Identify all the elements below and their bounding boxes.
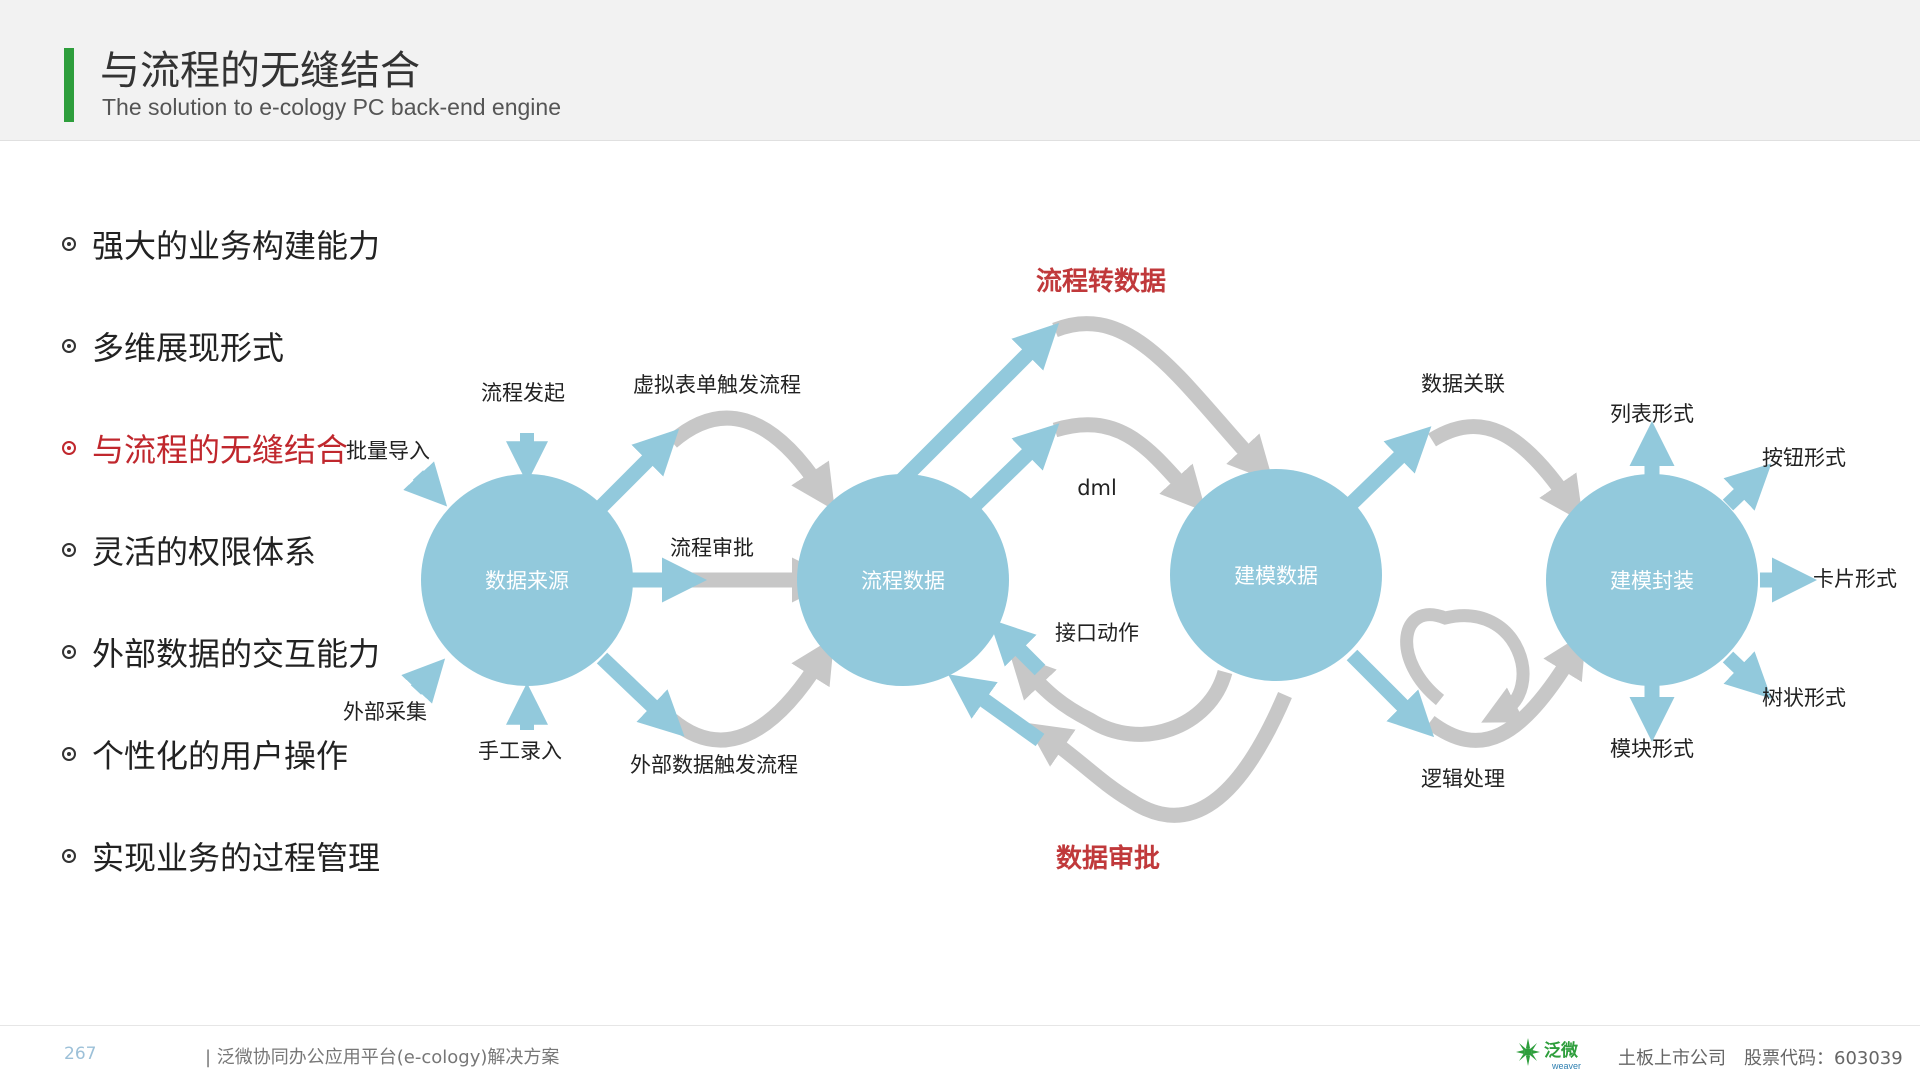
- label-data-approval: 数据审批: [1056, 843, 1160, 874]
- slide-header: 与流程的无缝结合 The solution to e-cology PC bac…: [0, 0, 1920, 141]
- bullet-dot-icon: [62, 543, 76, 557]
- blue-arrow-button: [1722, 463, 1772, 511]
- label-data-relation: 数据关联: [1421, 372, 1505, 396]
- blue-arrow: [969, 423, 1060, 511]
- bullet-label: 多维展现形式: [92, 329, 285, 367]
- label-card-form: 卡片形式: [1813, 567, 1897, 591]
- label-virtual-form-trigger: 虚拟表单触发流程: [633, 373, 801, 397]
- gray-arrow: [1428, 419, 1584, 523]
- footer-stock-code: 股票代码：603039: [1744, 1048, 1903, 1069]
- bullet-label: 外部数据的交互能力: [92, 635, 381, 673]
- page-subtitle: The solution to e-cology PC back-end eng…: [102, 94, 562, 120]
- label-workflow-start: 流程发起: [481, 381, 565, 405]
- bullet-item: 多维展现形式: [62, 322, 284, 370]
- gray-arrow: [1425, 631, 1587, 748]
- label-button-form: 按钮形式: [1762, 446, 1846, 470]
- blue-arrow-tree: [1722, 651, 1772, 699]
- bullet-item: 强大的业务构建能力: [62, 220, 380, 268]
- header-accent-bar: [64, 48, 74, 122]
- bullet-dot-icon: [62, 237, 76, 251]
- blue-arrow: [596, 652, 685, 737]
- page-number: 267: [64, 1044, 97, 1064]
- bullet-label: 与流程的无缝结合: [92, 431, 349, 469]
- label-workflow-to-data: 流程转数据: [1036, 267, 1166, 297]
- label-workflow-approval: 流程审批: [670, 536, 754, 560]
- label-batch-import: 批量导入: [346, 439, 430, 463]
- label-external-data-trigger: 外部数据触发流程: [630, 753, 798, 777]
- bullet-dot-icon: [62, 339, 76, 353]
- bullet-item-active: 与流程的无缝结合: [62, 424, 348, 472]
- bullet-item: 实现业务的过程管理: [62, 832, 380, 880]
- blue-arrow: [988, 618, 1046, 676]
- label-tree-form: 树状形式: [1762, 686, 1846, 710]
- label-module-form: 模块形式: [1610, 737, 1694, 761]
- footer-company: 土板上市公司: [1618, 1048, 1726, 1069]
- bullet-label: 强大的业务构建能力: [92, 227, 381, 265]
- label-manual-entry: 手工录入: [478, 739, 562, 763]
- bullet-item: 灵活的权限体系: [62, 526, 316, 574]
- node-label-modeling-package: 建模封装: [1610, 569, 1694, 593]
- logo-subtext: weaver: [1551, 1061, 1581, 1071]
- bullet-label: 灵活的权限体系: [92, 533, 317, 571]
- slide-footer: 267 | 泛微协同办公应用平台(e-cology)解决方案 泛微 weaver…: [0, 1025, 1920, 1081]
- node-label-workflow-data: 流程数据: [861, 569, 945, 593]
- blue-arrow: [594, 428, 680, 514]
- bullet-label: 个性化的用户操作: [92, 737, 349, 775]
- gray-arrow: [1009, 652, 1233, 742]
- node-modeling-package: [1546, 474, 1758, 686]
- weaver-logo-icon: 泛微 weaver: [1516, 1038, 1581, 1071]
- footer-doc-title: | 泛微协同办公应用平台(e-cology)解决方案: [205, 1047, 560, 1068]
- gray-arrow: [1052, 316, 1274, 482]
- node-label-modeling-data: 建模数据: [1234, 564, 1318, 588]
- label-interface-action: 接口动作: [1055, 621, 1139, 645]
- bullet-item: 外部数据的交互能力: [62, 628, 380, 676]
- node-data-source: [421, 474, 633, 686]
- blue-arrow: [1344, 426, 1432, 511]
- gray-loop-arrow: [1400, 608, 1530, 723]
- gray-arrow: [667, 637, 835, 748]
- blue-arrow-batch-import: [403, 461, 448, 507]
- bullet-dot-icon: [62, 849, 76, 863]
- node-label-data-source: 数据来源: [485, 569, 569, 593]
- bullet-dot-icon: [62, 441, 76, 455]
- bullet-item: 个性化的用户操作: [62, 730, 348, 778]
- blue-arrow: [948, 674, 1045, 747]
- blue-arrow: [896, 322, 1060, 486]
- bullet-label: 实现业务的过程管理: [92, 839, 381, 877]
- blue-arrow: [1346, 649, 1435, 738]
- label-logic-processing: 逻辑处理: [1421, 767, 1505, 791]
- label-external-collect: 外部采集: [343, 700, 427, 724]
- gray-arrow: [1025, 692, 1292, 823]
- blue-arrow-external-collect: [401, 658, 446, 704]
- label-list-form: 列表形式: [1610, 402, 1694, 426]
- logo-text: 泛微: [1544, 1040, 1579, 1061]
- gray-arrow: [1052, 417, 1207, 513]
- bullet-dot-icon: [62, 645, 76, 659]
- node-workflow-data: [797, 474, 1009, 686]
- page-title: 与流程的无缝结合: [100, 48, 420, 94]
- gray-arrow: [667, 410, 835, 511]
- node-modeling-data: [1170, 469, 1382, 681]
- label-dml: dml: [1077, 476, 1117, 500]
- bullet-dot-icon: [62, 747, 76, 761]
